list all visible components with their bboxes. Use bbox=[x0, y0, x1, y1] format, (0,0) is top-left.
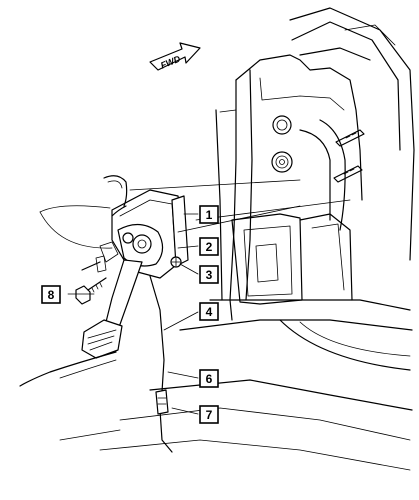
vehicle-body-panel bbox=[59, 7, 415, 471]
callout-leaders bbox=[67, 213, 199, 415]
callout-8-label: 8 bbox=[48, 288, 55, 302]
callout-4: 4 bbox=[199, 302, 219, 321]
callout-6-label: 6 bbox=[206, 372, 213, 386]
callout-1: 1 bbox=[199, 205, 219, 224]
parking-brake-pedal-assembly bbox=[19, 175, 189, 453]
mounting-bolt bbox=[75, 277, 107, 305]
callout-3-label: 3 bbox=[206, 268, 213, 282]
forward-direction-indicator: FWD bbox=[149, 42, 201, 71]
callout-7: 7 bbox=[199, 405, 219, 424]
callout-2: 2 bbox=[199, 237, 219, 256]
callout-2-label: 2 bbox=[206, 240, 213, 254]
callout-8: 8 bbox=[41, 285, 61, 304]
callout-1-label: 1 bbox=[206, 208, 213, 222]
callout-4-label: 4 bbox=[206, 305, 213, 319]
alignment-leader-lines bbox=[39, 179, 351, 249]
callout-6: 6 bbox=[199, 369, 219, 388]
fwd-label: FWD bbox=[159, 53, 182, 70]
callout-3: 3 bbox=[199, 265, 219, 284]
callout-7-label: 7 bbox=[206, 408, 213, 422]
